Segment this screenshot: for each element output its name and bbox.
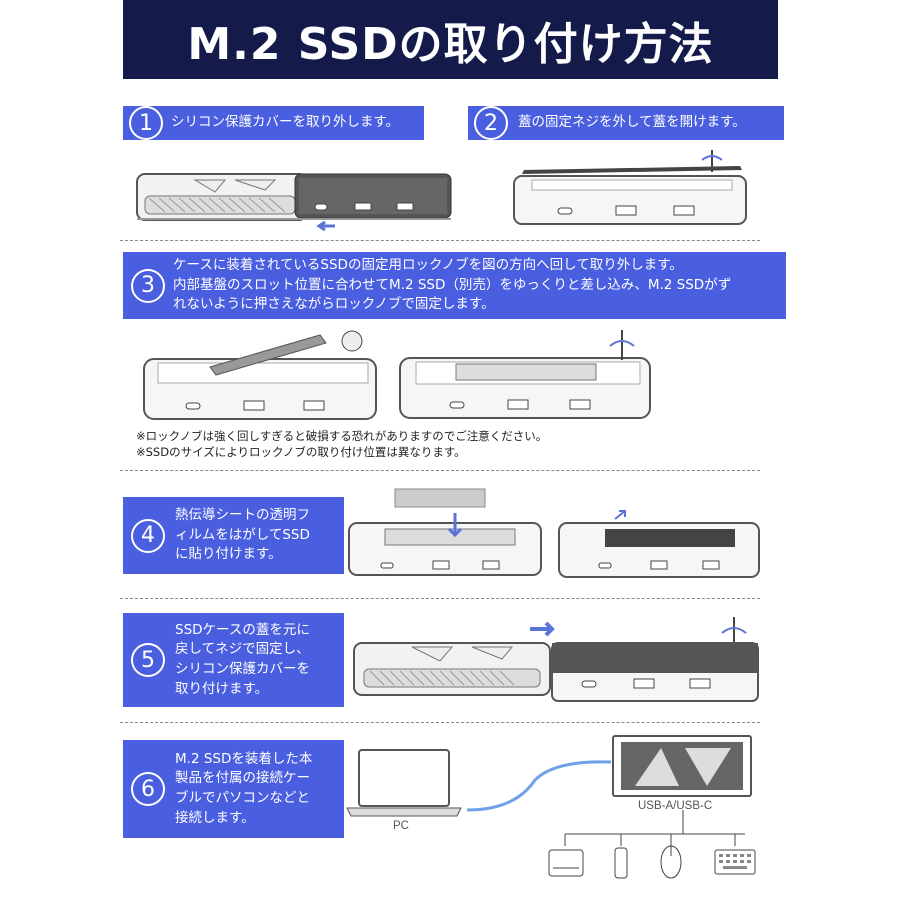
step-6-illustration [346, 735, 756, 879]
step-6-banner: 6 M.2 SSDを装着した本 製品を付属の接続ケー ブルでパソコンなどと 接続… [123, 740, 344, 838]
step-4-banner: 4 熱伝導シートの透明フ ィルムをはがしてSSD に貼り付けます。 [123, 497, 344, 574]
step-3-banner: 3 ケースに装着されているSSDの固定用ロックノブを図の方向へ回して取り外します… [123, 252, 786, 319]
step-3-number: 3 [131, 268, 165, 303]
step-5-illustration [353, 617, 759, 702]
page-title: M.2 SSDの取り付け方法 [123, 0, 778, 79]
step-5-text: SSDケースの蓋を元に 戻してネジで固定し、 シリコン保護カバーを 取り付けます… [175, 621, 310, 697]
step-3-illustration-right [399, 330, 651, 419]
note-2: ※SSDのサイズによりロックノブの取り付け位置は異なります。 [136, 445, 466, 459]
step-1-banner: 1 シリコン保護カバーを取り外します。 [123, 106, 424, 140]
step-5-number: 5 [131, 643, 165, 677]
step-1-text: シリコン保護カバーを取り外します。 [171, 114, 400, 131]
step-2-illustration [513, 150, 747, 225]
step-5-banner: 5 SSDケースの蓋を元に 戻してネジで固定し、 シリコン保護カバーを 取り付け… [123, 613, 344, 707]
pc-label: PC [393, 820, 409, 832]
arrow-right-icon [530, 621, 555, 637]
usb-stick-icon [614, 847, 628, 879]
note-1: ※ロックノブは強く回しすぎると破損する恐れがありますのでご注意ください。 [136, 429, 548, 443]
step-6-text: M.2 SSDを装着した本 製品を付属の接続ケー ブルでパソコンなどと 接続しま… [175, 750, 313, 826]
divider-4 [120, 722, 760, 723]
keyboard-icon [714, 849, 756, 875]
hard-drive-icon [548, 849, 584, 877]
step-2-banner: 2 蓋の固定ネジを外して蓋を開けます。 [468, 106, 784, 140]
divider-3 [120, 598, 760, 599]
arrow-left-icon [316, 220, 335, 232]
step-3-text: ケースに装着されているSSDの固定用ロックノブを図の方向へ回して取り外します。 … [173, 257, 732, 313]
usb-type-label: USB-A/USB-C [638, 800, 713, 812]
divider-1 [120, 240, 760, 241]
step-1-number: 1 [129, 106, 163, 140]
rotate-icon [701, 150, 723, 172]
rotate-icon [609, 330, 635, 360]
step-2-text: 蓋の固定ネジを外して蓋を開けます。 [518, 114, 746, 131]
laptop-icon [346, 749, 462, 817]
divider-2 [120, 470, 760, 471]
step-1-illustration [136, 173, 452, 232]
step-2-number: 2 [474, 106, 508, 140]
step-4-text: 熱伝導シートの透明フ ィルムをはがしてSSD に貼り付けます。 [175, 507, 310, 563]
mouse-icon [660, 845, 682, 879]
arrow-down-icon [447, 513, 463, 538]
step-3-illustration-left [143, 330, 377, 420]
arrow-right-icon [614, 510, 626, 520]
step-4-illustration-right [558, 510, 760, 578]
step-4-illustration-left [348, 488, 542, 576]
step-4-number: 4 [131, 518, 165, 553]
step-6-number: 6 [131, 772, 165, 806]
